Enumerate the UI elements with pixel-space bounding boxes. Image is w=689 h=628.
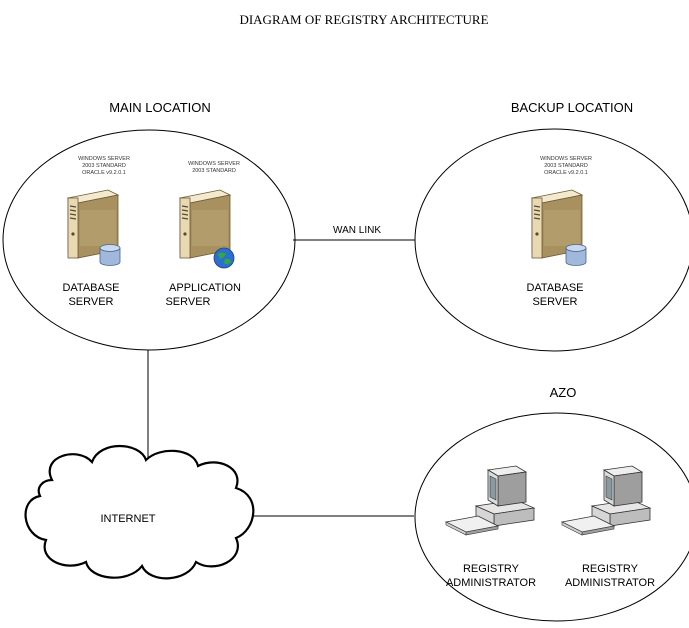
server-spec-line: 2003 STANDARD xyxy=(544,163,588,169)
server-label: APPLICATION xyxy=(169,282,241,294)
workstation-icon xyxy=(445,465,535,536)
server-label: DATABASE xyxy=(62,282,119,294)
main-location-boundary xyxy=(2,129,296,351)
registry-administrator-workstation: REGISTRY ADMINISTRATOR xyxy=(561,465,655,589)
workstation-label: ADMINISTRATOR xyxy=(565,577,655,589)
backup-location: BACKUP LOCATION WINDOWS SERVER 2003 STAN… xyxy=(414,100,689,352)
server-spec-line: ORACLE v9.2.0.1 xyxy=(544,170,588,176)
diagram-title: DIAGRAM OF REGISTRY ARCHITECTURE xyxy=(239,12,488,27)
workstation-label: REGISTRY xyxy=(463,563,520,575)
internet-cloud: INTERNET xyxy=(24,444,255,580)
workstation-label: REGISTRY xyxy=(582,563,639,575)
azo-location-boundary xyxy=(414,412,689,622)
server-label: SERVER xyxy=(165,296,210,308)
azo-location: AZO REGISTRY ADMINISTRATOR REGISTRY ADMI… xyxy=(414,385,689,622)
main-application-server: WINDOWS SERVER 2003 STANDARD APPLICATION… xyxy=(165,161,241,308)
server-spec-line: ORACLE v9.2.0.1 xyxy=(82,170,126,176)
wan-link-label: WAN LINK xyxy=(333,225,381,236)
registry-administrator-workstation: REGISTRY ADMINISTRATOR xyxy=(445,465,536,589)
main-database-server: WINDOWS SERVER 2003 STANDARD ORACLE v9.2… xyxy=(62,156,129,308)
database-icon xyxy=(99,244,121,266)
server-spec-line: WINDOWS SERVER xyxy=(78,156,130,162)
main-location: MAIN LOCATION WINDOWS SERVER 2003 STANDA… xyxy=(2,100,296,351)
server-spec-line: 2003 STANDARD xyxy=(82,163,126,169)
backup-database-server: WINDOWS SERVER 2003 STANDARD ORACLE v9.2… xyxy=(526,156,591,308)
server-spec-line: 2003 STANDARD xyxy=(192,168,236,174)
database-icon xyxy=(565,244,587,266)
internet-label: INTERNET xyxy=(101,513,156,525)
workstation-icon xyxy=(561,465,651,536)
backup-location-label: BACKUP LOCATION xyxy=(511,100,633,115)
server-label: SERVER xyxy=(68,296,113,308)
azo-location-label: AZO xyxy=(550,385,577,400)
server-label: DATABASE xyxy=(526,282,583,294)
server-spec-line: WINDOWS SERVER xyxy=(188,161,240,167)
server-label: SERVER xyxy=(532,296,577,308)
workstation-label: ADMINISTRATOR xyxy=(446,577,536,589)
globe-icon xyxy=(213,247,235,269)
backup-location-boundary xyxy=(414,128,689,352)
server-spec-line: WINDOWS SERVER xyxy=(540,156,592,162)
cloud-icon xyxy=(24,444,255,580)
main-location-label: MAIN LOCATION xyxy=(109,100,211,115)
